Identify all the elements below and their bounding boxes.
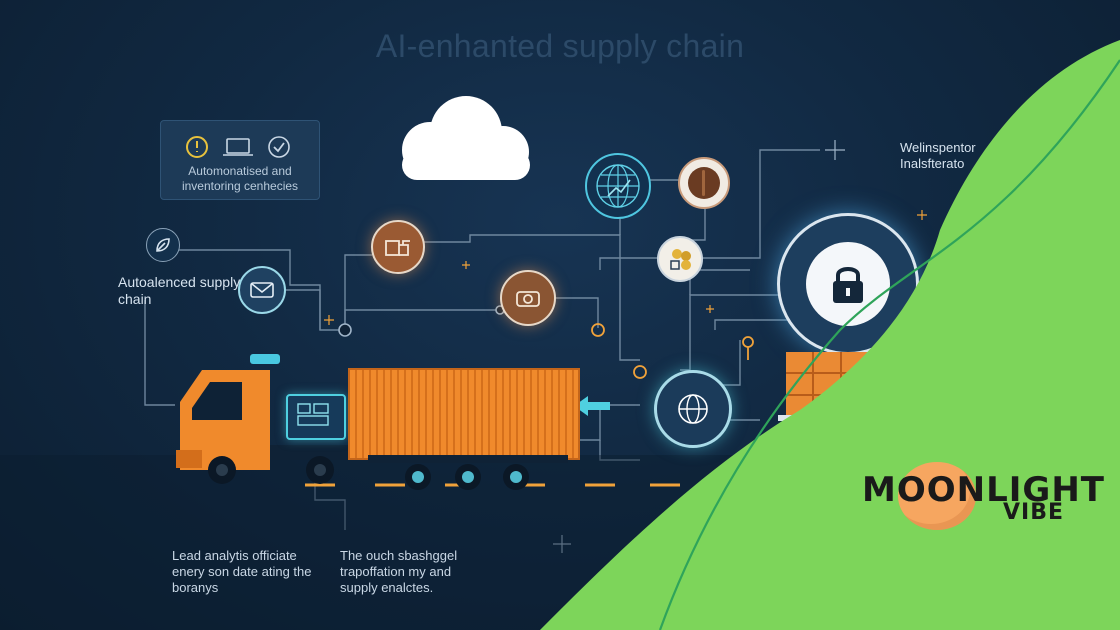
left-label: Autoalenced supply chain (118, 274, 241, 307)
moon-icon (898, 462, 976, 530)
brand-line2: VIBE (1003, 500, 1065, 525)
info-box-icons (186, 136, 290, 158)
camera-icon (500, 270, 556, 326)
parcel-icon (371, 220, 425, 274)
trailer-wheels (368, 455, 568, 490)
page-title: AI-enhanted supply chain (375, 28, 745, 64)
bean-icon (678, 157, 730, 209)
dock-screen-icon (286, 394, 346, 440)
globe-icon (585, 153, 651, 219)
info-box-text: Automonatised and inventoring cenhecies (181, 164, 299, 193)
pallet-divider (786, 372, 898, 374)
right-label: Welinspentor Inalsfterato (900, 140, 976, 171)
bottom-left-text: Lead analytis officiate enery son date a… (172, 548, 312, 595)
bottom-center-text: The ouch sbashggel trapoffation my and s… (340, 548, 458, 595)
email-icon (238, 266, 286, 314)
bean-shape (688, 167, 720, 199)
info-box: Automonatised and inventoring cenhecies (160, 120, 320, 200)
network-globe-icon (654, 370, 732, 448)
truck-icon (176, 354, 350, 484)
arrow-left-icon (574, 396, 610, 416)
cloud-icon (402, 96, 530, 180)
bean-seam (702, 170, 705, 196)
brand-line1: MOONLIGHT (862, 470, 1105, 510)
coins-icon (657, 236, 703, 282)
leaf-icon (146, 228, 180, 262)
lock-node (777, 213, 919, 355)
lock-icon (806, 242, 890, 326)
